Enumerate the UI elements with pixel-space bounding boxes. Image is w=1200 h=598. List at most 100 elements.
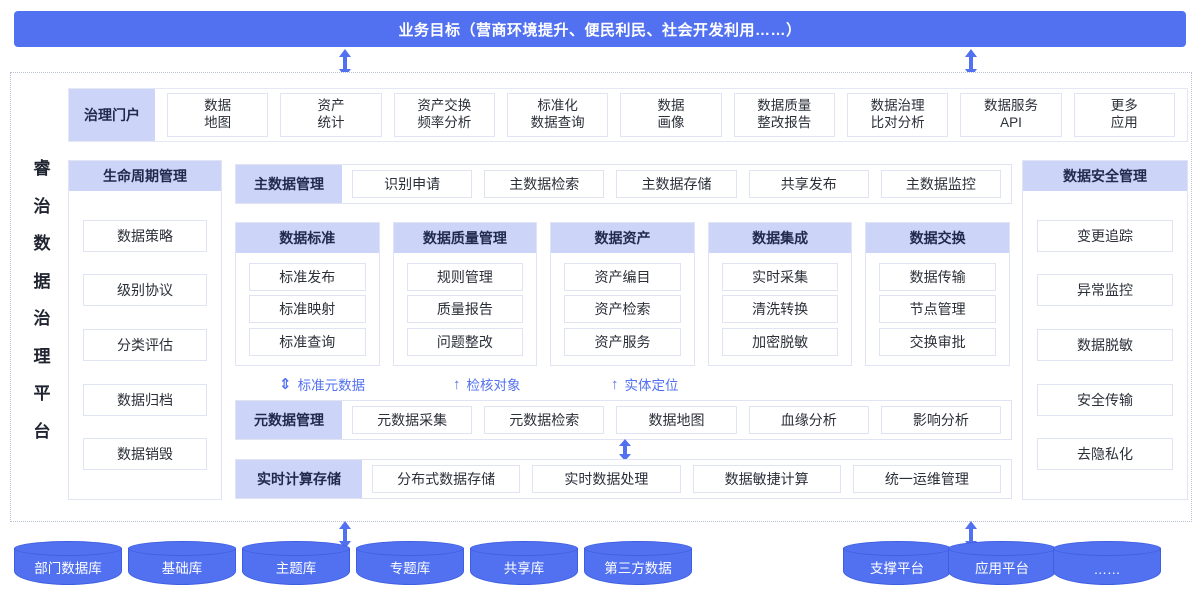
security-item-masking[interactable]: 数据脱敏 [1037, 328, 1173, 361]
security-item-change-tracking[interactable]: 变更追踪 [1037, 219, 1173, 252]
master-data-row: 主数据管理 识别申请 主数据检索 主数据存储 共享发布 主数据监控 [235, 164, 1012, 204]
master-data-item-monitor[interactable]: 主数据监控 [880, 170, 1002, 198]
up-arrow-icon: ↑ [453, 375, 461, 393]
portal-item-line2: 画像 [657, 115, 685, 130]
portal-item-line1: 数据质量 [757, 98, 812, 114]
cylinder-label: 部门数据库 [34, 561, 102, 576]
item-realtime-collect[interactable]: 实时采集 [721, 262, 839, 291]
cylinder-more-platforms[interactable]: …… [1053, 541, 1161, 585]
portal-item-asset-stats[interactable]: 资产 统计 [280, 93, 382, 137]
item-standard-mapping[interactable]: 标准映射 [249, 295, 366, 323]
master-data-item-identify-apply[interactable]: 识别申请 [352, 170, 473, 198]
portal-item-data-profile[interactable]: 数据 画像 [620, 93, 722, 137]
business-goal-banner: 业务目标（营商环境提升、便民利民、社会开发利用……） [14, 11, 1186, 47]
column-data-exchange: 数据交换 数据传输 节点管理 交换审批 [865, 222, 1010, 366]
portal-item-line1: 更多 [1110, 98, 1138, 114]
master-data-items: 识别申请 主数据检索 主数据存储 共享发布 主数据监控 [342, 165, 1011, 203]
item-issue-rectify[interactable]: 问题整改 [406, 327, 524, 356]
cylinder-topic-db[interactable]: 专题库 [356, 541, 464, 585]
portal-item-standard-query[interactable]: 标准化 数据查询 [506, 93, 609, 137]
cylinder-department-db[interactable]: 部门数据库 [14, 541, 122, 585]
portal-item-more-apps[interactable]: 更多 应用 [1073, 93, 1175, 137]
portal-item-line1: 标准化 [537, 98, 578, 114]
realtime-item-unified-ops[interactable]: 统一运维管理 [852, 465, 1001, 493]
column-data-integration: 数据集成 实时采集 清洗转换 加密脱敏 [707, 222, 853, 366]
portal-item-data-map[interactable]: 数据 地图 [167, 93, 269, 137]
master-data-item-share-publish[interactable]: 共享发布 [748, 170, 869, 198]
cylinder-top [14, 541, 122, 556]
cylinder-top [584, 541, 692, 556]
cylinder-support-platform[interactable]: 支撑平台 [843, 541, 951, 585]
cylinder-top [356, 541, 464, 556]
item-standard-query[interactable]: 标准查询 [249, 327, 366, 356]
item-asset-service[interactable]: 资产服务 [564, 327, 681, 356]
lifecycle-item-level-agreement[interactable]: 级别协议 [83, 274, 207, 307]
portal-item-line2: 频率分析 [417, 115, 472, 130]
arrow-banner-left [337, 49, 353, 77]
cylinder-body [1053, 548, 1161, 585]
master-data-item-storage[interactable]: 主数据存储 [616, 170, 737, 198]
item-rule-management[interactable]: 规则管理 [406, 262, 524, 291]
vtitle-char-2: 数 [33, 234, 51, 254]
metadata-item-data-map[interactable]: 数据地图 [616, 406, 737, 434]
metadata-item-search[interactable]: 元数据检索 [484, 406, 605, 434]
cylinder-application-platform[interactable]: 应用平台 [948, 541, 1056, 585]
master-data-item-search[interactable]: 主数据检索 [484, 170, 605, 198]
realtime-item-stream-processing[interactable]: 实时数据处理 [532, 465, 681, 493]
flow-arrow-labels: ⇕ 标准元数据 ↑ 检核对象 ↑ 实体定位 [235, 374, 1010, 396]
item-data-transfer[interactable]: 数据传输 [879, 262, 996, 291]
metadata-item-impact[interactable]: 影响分析 [880, 406, 1002, 434]
column-head-data-exchange: 数据交换 [866, 223, 1009, 253]
item-standard-publish[interactable]: 标准发布 [249, 262, 366, 291]
security-item-anomaly-monitor[interactable]: 异常监控 [1037, 274, 1173, 307]
portal-head-label: 治理门户 [69, 89, 155, 141]
portal-item-line1: 数据 [657, 98, 685, 114]
cylinder-top [470, 541, 578, 556]
cylinder-top [242, 541, 350, 556]
double-arrow-icon: ⇕ [279, 375, 292, 393]
realtime-items: 分布式数据存储 实时数据处理 数据敏捷计算 统一运维管理 [362, 460, 1011, 498]
banner-text: 业务目标（营商环境提升、便民利民、社会开发利用……） [398, 21, 802, 39]
governance-portal-row: 治理门户 数据 地图 资产 统计 资产交换 频率分析 标准化 数据查询 数据 画… [68, 88, 1188, 142]
metadata-item-lineage[interactable]: 血缘分析 [748, 406, 869, 434]
portal-item-data-service-api[interactable]: 数据服务 API [960, 93, 1062, 137]
realtime-compute-row: 实时计算存储 分布式数据存储 实时数据处理 数据敏捷计算 统一运维管理 [235, 459, 1012, 499]
lifecycle-management-panel: 生命周期管理 数据策略 级别协议 分类评估 数据归档 数据销毁 [68, 160, 222, 500]
portal-item-exchange-frequency[interactable]: 资产交换 频率分析 [393, 93, 495, 137]
cylinder-label: 应用平台 [975, 561, 1029, 576]
metadata-head: 元数据管理 [236, 401, 342, 439]
cylinder-shared-db[interactable]: 共享库 [470, 541, 578, 585]
item-quality-report[interactable]: 质量报告 [406, 295, 524, 323]
metadata-item-collect[interactable]: 元数据采集 [352, 406, 473, 434]
realtime-item-distributed-storage[interactable]: 分布式数据存储 [372, 465, 521, 493]
portal-item-line2: 应用 [1110, 115, 1138, 130]
cylinder-base-db[interactable]: 基础库 [128, 541, 236, 585]
vtitle-char-3: 据 [33, 271, 51, 291]
lifecycle-item-classification[interactable]: 分类评估 [83, 328, 207, 361]
lifecycle-item-data-strategy[interactable]: 数据策略 [83, 219, 207, 252]
cylinder-top [948, 541, 1056, 556]
security-item-deprivacy[interactable]: 去隐私化 [1037, 438, 1173, 471]
item-asset-search[interactable]: 资产检索 [564, 295, 681, 323]
item-encrypt-masking[interactable]: 加密脱敏 [721, 327, 839, 356]
item-node-management[interactable]: 节点管理 [879, 295, 996, 323]
security-item-secure-transfer[interactable]: 安全传输 [1037, 383, 1173, 416]
column-body-data-quality: 规则管理 质量报告 问题整改 [394, 253, 537, 365]
item-asset-catalog[interactable]: 资产编目 [564, 262, 681, 291]
lifecycle-item-destroy[interactable]: 数据销毁 [83, 438, 207, 471]
column-data-asset: 数据资产 资产编目 资产检索 资产服务 [550, 222, 695, 366]
portal-item-quality-report[interactable]: 数据质量 整改报告 [733, 93, 835, 137]
column-head-data-quality: 数据质量管理 [393, 223, 537, 253]
column-head-data-integration: 数据集成 [708, 223, 852, 253]
vtitle-char-5: 理 [33, 346, 51, 366]
portal-item-governance-compare[interactable]: 数据治理 比对分析 [846, 93, 949, 137]
item-clean-transform[interactable]: 清洗转换 [721, 295, 839, 323]
lifecycle-item-archive[interactable]: 数据归档 [83, 383, 207, 416]
realtime-item-agile-compute[interactable]: 数据敏捷计算 [692, 465, 841, 493]
cylinder-third-party-data[interactable]: 第三方数据 [584, 541, 692, 585]
portal-item-line2: 统计 [317, 115, 345, 130]
vtitle-char-0: 睿 [33, 159, 51, 178]
item-exchange-approval[interactable]: 交换审批 [879, 327, 996, 356]
cylinder-subject-db[interactable]: 主题库 [242, 541, 350, 585]
